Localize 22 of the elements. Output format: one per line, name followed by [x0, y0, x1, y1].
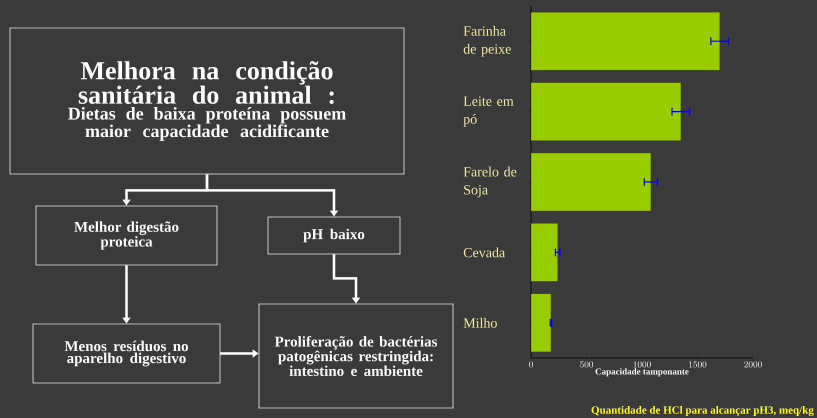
- bar: [531, 82, 682, 141]
- y-tick-label: Farinha de peixe: [464, 26, 511, 57]
- y-tick-label: Milho: [464, 318, 497, 328]
- bar: [531, 12, 720, 70]
- x-tick-label: 1000: [634, 361, 651, 368]
- process-box: Proliferação de bactérias patogênicas restringida: intestino e ambiente: [258, 304, 454, 408]
- x-tick-label: 0: [529, 361, 533, 368]
- process-box: Melhor digestão proteica: [36, 206, 218, 266]
- y-tick-label: Leite em pó: [463, 96, 514, 127]
- y-tick-label: Cevada: [464, 247, 505, 258]
- process-box: Menos resíduos no aparelho digestivo: [32, 324, 220, 384]
- process-box: Melhora na condição sanitária do animal : Dietas de baixa proteína possuem maior capacidade acidificante: [10, 28, 404, 174]
- bar: [531, 223, 558, 282]
- x-tick-label: 500: [580, 361, 594, 368]
- process-box: pH baixo: [268, 216, 400, 254]
- x-axis-title: Capacidade tamponante: [596, 368, 689, 376]
- y-tick-label: Farelo de Soja: [464, 166, 516, 198]
- x-tick-label: 1500: [689, 361, 706, 368]
- bar: [531, 152, 652, 212]
- axis-subtitle: Quantidade de HCl para alcançar pH3, meq/kg: [592, 406, 814, 416]
- bar: [531, 294, 552, 352]
- x-tick-label: 2000: [744, 361, 762, 368]
